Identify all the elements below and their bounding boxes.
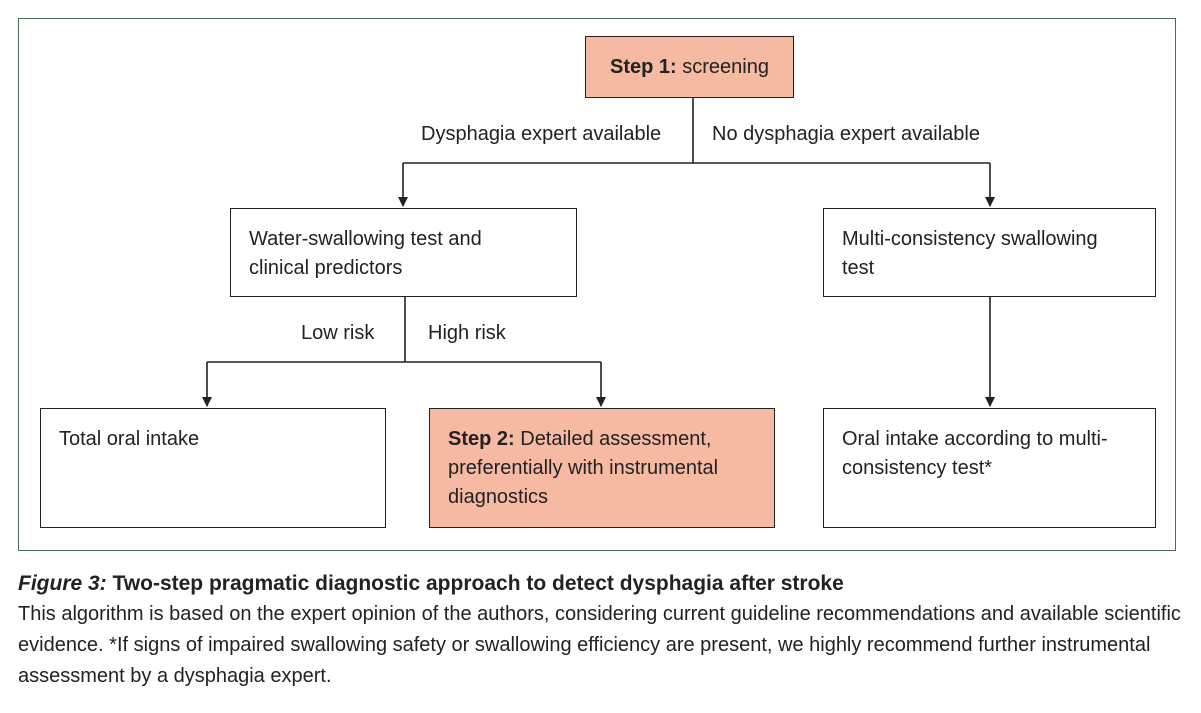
step1-text: screening xyxy=(676,55,769,78)
caption-body: This algorithm is based on the expert op… xyxy=(18,603,1181,687)
total-oral-box: Total oral intake xyxy=(40,408,386,528)
step2-box: Step 2: Detailed assessment, preferentia… xyxy=(429,408,775,528)
caption-title: Figure 3: Two-step pragmatic diagnostic … xyxy=(18,568,1183,599)
step1-bold: Step 1: xyxy=(610,55,677,78)
caption-title-text: Two-step pragmatic diagnostic approach t… xyxy=(106,572,844,595)
figure-caption: Figure 3: Two-step pragmatic diagnostic … xyxy=(18,568,1183,692)
water-test-box: Water-swallowing test and clinical predi… xyxy=(230,208,577,297)
multi-test-box: Multi-consistency swallowing test xyxy=(823,208,1156,297)
branch-right-label: No dysphagia expert available xyxy=(712,123,980,145)
branch-left-label: Dysphagia expert available xyxy=(421,123,662,145)
step1-box: Step 1: screening xyxy=(585,36,794,98)
high-risk-label: High risk xyxy=(428,322,506,344)
figure-label: Figure 3: xyxy=(18,572,107,595)
step2-text: Detailed assessment, preferentially with… xyxy=(448,428,719,508)
oral-multi-box: Oral intake according to multi-consisten… xyxy=(823,408,1156,528)
step2-bold: Step 2: xyxy=(448,428,515,450)
diagram-frame xyxy=(18,18,1176,551)
low-risk-label: Low risk xyxy=(301,322,375,344)
